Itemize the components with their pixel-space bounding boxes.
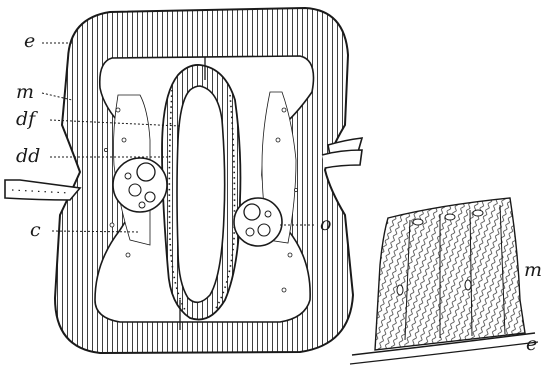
left-lateral-canal	[5, 180, 80, 200]
label-dd: dd	[16, 145, 40, 167]
label-c: c	[30, 219, 41, 241]
label-e: e	[24, 30, 35, 52]
right-canal-tube	[322, 150, 362, 168]
right-gonad	[234, 198, 282, 246]
label-df: df	[16, 108, 38, 130]
gut-lumen	[177, 86, 225, 302]
detail-label-m: m	[524, 259, 542, 281]
label-m: m	[16, 81, 34, 103]
main-cross-section: e m df dd c o	[5, 8, 362, 353]
detail-inset: m e	[350, 198, 542, 364]
left-gonad	[113, 158, 167, 212]
detail-label-e: e	[526, 333, 537, 355]
label-o: o	[320, 213, 331, 235]
